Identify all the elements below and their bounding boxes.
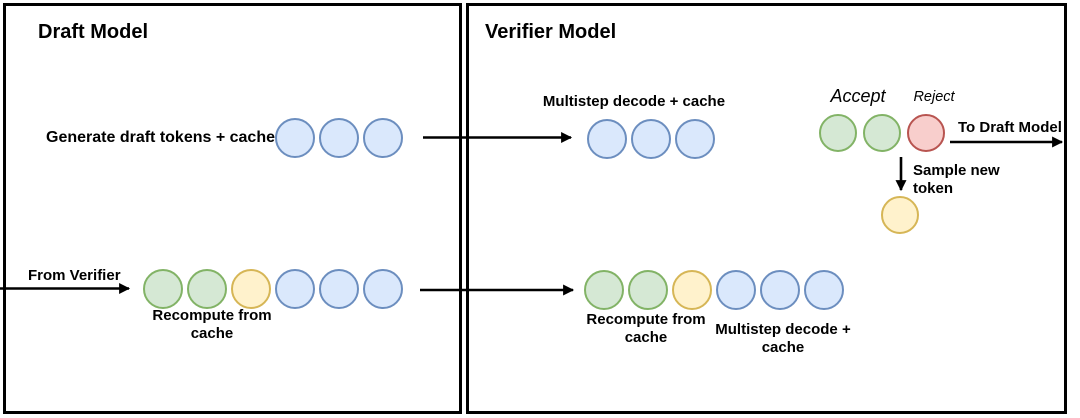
- yellow-token: [231, 269, 271, 309]
- draft-token-row: [275, 118, 403, 158]
- verifier-recompute-token-row: [584, 270, 844, 310]
- blue-token: [319, 118, 359, 158]
- blue-token: [275, 269, 315, 309]
- multistep-decode-label: Multistep decode + cache: [542, 93, 726, 110]
- draft-recompute-token-row: [143, 269, 403, 309]
- green-token: [863, 114, 901, 152]
- accept-label: Accept: [830, 86, 886, 106]
- blue-token: [363, 118, 403, 158]
- blue-token: [319, 269, 359, 309]
- verifier-model-panel: [466, 3, 1067, 414]
- green-token: [819, 114, 857, 152]
- green-token: [584, 270, 624, 310]
- from-verifier-label: From Verifier: [28, 267, 121, 284]
- yellow-token: [881, 196, 919, 234]
- blue-token: [275, 118, 315, 158]
- reject-label: Reject: [913, 89, 955, 105]
- draft-model-panel: [3, 3, 462, 414]
- blue-token: [760, 270, 800, 310]
- verifier-token-row: [587, 119, 715, 159]
- generate-draft-tokens-label: Generate draft tokens + cache: [46, 129, 275, 146]
- recompute-from-cache-label: Recompute from cache: [152, 307, 272, 342]
- sampled-token: [881, 196, 919, 234]
- green-token: [143, 269, 183, 309]
- recompute-from-cache-label: Recompute from cache: [586, 311, 706, 346]
- green-token: [187, 269, 227, 309]
- red-token: [907, 114, 945, 152]
- blue-token: [675, 119, 715, 159]
- multistep-decode-cache-label: Multistep decode + cache: [715, 321, 851, 356]
- to-draft-model-label: To Draft Model: [958, 119, 1062, 136]
- blue-token: [804, 270, 844, 310]
- blue-token: [716, 270, 756, 310]
- draft-model-title: Draft Model: [38, 21, 148, 43]
- sample-new-token-label: Sample new token: [913, 162, 1000, 197]
- blue-token: [631, 119, 671, 159]
- accept-reject-token-row: [819, 114, 945, 152]
- blue-token: [363, 269, 403, 309]
- yellow-token: [672, 270, 712, 310]
- green-token: [628, 270, 668, 310]
- blue-token: [587, 119, 627, 159]
- verifier-model-title: Verifier Model: [485, 21, 617, 43]
